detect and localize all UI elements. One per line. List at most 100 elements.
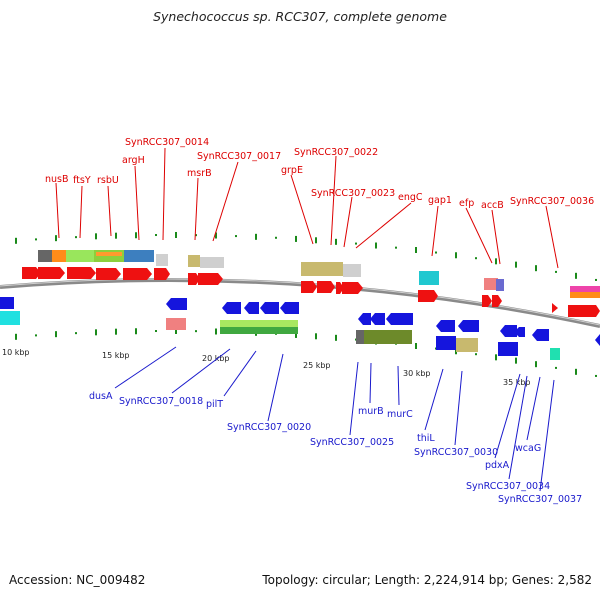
feature-block[interactable]: [301, 262, 343, 276]
forward-gene-arrow[interactable]: [552, 303, 558, 313]
reverse-gene-arrow[interactable]: [0, 297, 14, 309]
reverse-gene-arrow[interactable]: [260, 302, 279, 314]
feature-block[interactable]: [188, 255, 200, 267]
feature-block[interactable]: [498, 342, 518, 356]
reverse-gene-arrow[interactable]: [532, 329, 549, 341]
reverse-genes[interactable]: [0, 297, 600, 346]
gene-label-murC[interactable]: murC: [387, 409, 413, 420]
reverse-gene-arrow[interactable]: [222, 302, 241, 314]
forward-gene-arrow[interactable]: [22, 267, 41, 279]
reverse-gene-arrow[interactable]: [595, 334, 600, 346]
forward-gene-arrow[interactable]: [568, 305, 600, 317]
gene-label-SynRCC307_0036[interactable]: SynRCC307_0036: [510, 196, 594, 207]
reverse-gene-arrow[interactable]: [244, 302, 259, 314]
gene-label-rsbU[interactable]: rsbU: [97, 175, 119, 186]
gene-label-SynRCC307_0023[interactable]: SynRCC307_0023: [311, 188, 395, 199]
forward-gene-arrow[interactable]: [123, 268, 152, 280]
gene-label-SynRCC307_0020[interactable]: SynRCC307_0020: [227, 422, 311, 433]
feature-block[interactable]: [66, 250, 94, 262]
reverse-gene-arrow[interactable]: [280, 302, 299, 314]
feature-block[interactable]: [220, 320, 298, 327]
scale-tick: [455, 252, 457, 259]
gene-label-msrB[interactable]: msrB: [187, 168, 212, 179]
feature-block[interactable]: [484, 278, 498, 290]
scale-tick: [95, 233, 97, 240]
scale-tick: [415, 342, 417, 349]
gene-label-accB[interactable]: accB: [481, 200, 504, 211]
feature-block[interactable]: [220, 327, 298, 334]
feature-block[interactable]: [96, 252, 122, 256]
gene-label-grpE[interactable]: grpE: [281, 165, 303, 176]
gene-label-pdxA[interactable]: pdxA: [485, 460, 510, 471]
forward-gene-arrow[interactable]: [482, 295, 492, 307]
forward-gene-arrow[interactable]: [96, 268, 121, 280]
gene-label-gap1[interactable]: gap1: [428, 195, 452, 206]
feature-block[interactable]: [570, 292, 600, 298]
forward-gene-arrow[interactable]: [317, 281, 335, 293]
forward-gene-arrow[interactable]: [342, 282, 363, 294]
gene-label-pilT[interactable]: pilT: [206, 399, 223, 410]
feature-block[interactable]: [156, 254, 168, 266]
reverse-gene-arrow[interactable]: [458, 320, 479, 332]
gene-label-SynRCC307_0025[interactable]: SynRCC307_0025: [310, 437, 394, 448]
forward-gene-arrow[interactable]: [188, 273, 200, 285]
forward-gene-arrow[interactable]: [492, 295, 502, 307]
forward-gene-arrow[interactable]: [198, 273, 223, 285]
reverse-gene-arrow[interactable]: [514, 327, 525, 337]
reverse-gene-arrow[interactable]: [166, 298, 187, 310]
feature-block[interactable]: [200, 257, 224, 268]
reverse-feature-blocks[interactable]: [0, 311, 560, 360]
forward-leader-lines: [55, 147, 559, 269]
outer-tick-ring: [15, 231, 597, 281]
gene-label-engC[interactable]: engC: [398, 192, 423, 203]
gene-label-SynRCC307_0014[interactable]: SynRCC307_0014: [125, 137, 209, 148]
feature-block[interactable]: [550, 348, 560, 360]
feature-block[interactable]: [436, 336, 456, 350]
gene-label-argH[interactable]: argH: [122, 155, 145, 166]
feature-block[interactable]: [496, 279, 504, 291]
reverse-gene-arrow[interactable]: [386, 313, 413, 325]
gene-label-ftsY[interactable]: ftsY: [73, 175, 91, 186]
scale-tick: [495, 258, 497, 265]
gene-label-SynRCC307_0037[interactable]: SynRCC307_0037: [498, 494, 582, 505]
forward-gene-arrow[interactable]: [67, 267, 96, 279]
reverse-gene-arrow[interactable]: [436, 320, 455, 332]
gene-label-dusA[interactable]: dusA: [89, 391, 113, 402]
feature-block[interactable]: [166, 318, 186, 330]
feature-block[interactable]: [343, 264, 361, 277]
gene-label-wcaG[interactable]: wcaG: [515, 443, 541, 454]
axis-labels: 10 kbp 15 kbp 20 kbp 25 kbp 30 kbp 35 kb…: [2, 348, 531, 387]
forward-genes[interactable]: [22, 267, 600, 317]
forward-gene-arrow[interactable]: [301, 281, 317, 293]
gene-label-SynRCC307_0022[interactable]: SynRCC307_0022: [294, 147, 378, 158]
gene-label-nusB[interactable]: nusB: [45, 174, 69, 185]
forward-gene-arrow[interactable]: [418, 290, 438, 302]
gene-label-thiL[interactable]: thiL: [417, 433, 435, 444]
forward-gene-arrow[interactable]: [38, 267, 65, 279]
scale-tick: [15, 237, 17, 244]
gene-label-SynRCC307_0017[interactable]: SynRCC307_0017: [197, 151, 281, 162]
reverse-gene-arrow[interactable]: [370, 313, 385, 325]
scale-tick: [515, 261, 517, 268]
forward-gene-arrow[interactable]: [154, 268, 170, 280]
feature-block[interactable]: [38, 250, 52, 262]
gene-label-SynRCC307_0034[interactable]: SynRCC307_0034: [466, 481, 550, 492]
reverse-gene-arrow[interactable]: [358, 313, 371, 325]
forward-feature-blocks[interactable]: [38, 250, 600, 298]
reverse-gene-arrow[interactable]: [500, 325, 517, 337]
gene-label-SynRCC307_0018[interactable]: SynRCC307_0018: [119, 396, 203, 407]
feature-block[interactable]: [419, 271, 439, 285]
gene-label-murB[interactable]: murB: [358, 406, 384, 417]
scale-tick: [115, 232, 117, 239]
gene-label-SynRCC307_0030[interactable]: SynRCC307_0030: [414, 447, 498, 458]
topology-summary-text: Topology: circular; Length: 2,224,914 bp…: [262, 573, 592, 587]
feature-block[interactable]: [456, 338, 478, 352]
feature-block[interactable]: [124, 250, 154, 262]
feature-block[interactable]: [52, 250, 66, 262]
feature-block[interactable]: [356, 330, 364, 344]
feature-block[interactable]: [570, 286, 600, 292]
feature-block[interactable]: [364, 330, 412, 344]
feature-block[interactable]: [0, 311, 20, 325]
gene-label-efp[interactable]: efp: [459, 198, 474, 209]
